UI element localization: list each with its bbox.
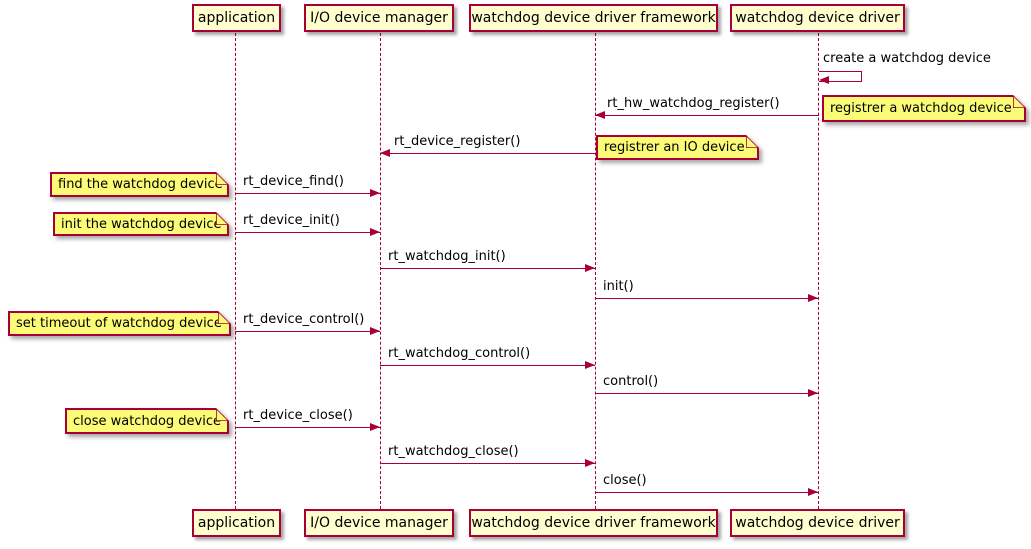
note-fold-icon [746, 135, 759, 148]
lifeline-io-device-manager [380, 33, 381, 509]
message-line [235, 427, 380, 428]
message-label-rt-device-close: rt_device_close() [243, 408, 353, 423]
message-line [380, 463, 595, 464]
participant-label: application [197, 10, 276, 26]
participant-io-device-manager-bottom: I/O device manager [304, 509, 454, 537]
note-registrer-an-io-device: registrer an IO device [596, 135, 759, 160]
message-arrowhead [380, 149, 390, 157]
participant-watchdog-framework-top: watchdog device driver framework [469, 4, 718, 32]
participant-label: watchdog device driver [735, 515, 900, 531]
participant-label: watchdog device driver [735, 10, 900, 26]
note-text: registrer a watchdog device [830, 101, 1012, 116]
note-body: init the watchdog device [53, 212, 229, 236]
participant-application-top: application [192, 4, 281, 32]
message-label-rt-watchdog-init: rt_watchdog_init() [388, 249, 506, 264]
message-label-close: close() [603, 473, 647, 488]
note-text: set timeout of watchdog device [16, 316, 222, 331]
message-line [595, 298, 818, 299]
message-label-create-a-watchdog-device: create a watchdog device [823, 51, 991, 66]
message-arrowhead [808, 389, 818, 397]
note-body: close watchdog device [65, 408, 229, 434]
message-selfloop-line [819, 71, 862, 82]
participant-application-bottom: application [192, 509, 281, 537]
note-fold-icon [216, 212, 229, 225]
message-label-rt-watchdog-control: rt_watchdog_control() [388, 346, 531, 361]
note-body: registrer a watchdog device [822, 95, 1026, 122]
note-fold-icon [216, 408, 229, 421]
message-line [595, 393, 818, 394]
message-label-control: control() [603, 374, 659, 389]
lifeline-watchdog-framework [595, 33, 596, 509]
note-close-watchdog-device: close watchdog device [65, 408, 229, 434]
message-arrowhead [370, 327, 380, 335]
message-label-rt-device-control: rt_device_control() [243, 312, 365, 327]
note-text: init the watchdog device [61, 216, 222, 232]
message-line [235, 232, 380, 233]
message-arrowhead [808, 488, 818, 496]
participant-label: watchdog device driver framework [471, 10, 716, 26]
note-fold-icon [1013, 95, 1026, 108]
message-line [235, 193, 380, 194]
message-line [380, 153, 595, 154]
participant-label: I/O device manager [310, 515, 448, 531]
message-arrowhead [370, 228, 380, 236]
note-fold-icon [218, 311, 231, 324]
message-arrowhead [370, 189, 380, 197]
participant-label: application [197, 515, 276, 531]
note-text: find the watchdog device [58, 177, 223, 192]
participant-watchdog-driver-top: watchdog device driver [730, 4, 905, 32]
participant-io-device-manager-top: I/O device manager [304, 4, 454, 32]
message-label-init: init() [603, 279, 634, 294]
participant-watchdog-driver-bottom: watchdog device driver [730, 509, 905, 537]
note-text: close watchdog device [73, 413, 221, 429]
message-arrowhead [808, 294, 818, 302]
note-body: find the watchdog device [50, 172, 229, 197]
message-line [235, 331, 380, 332]
message-line [595, 115, 819, 116]
message-arrowhead [585, 459, 595, 467]
note-set-timeout-of-watchdog-device: set timeout of watchdog device [8, 311, 231, 336]
message-line [595, 492, 818, 493]
note-registrer-a-watchdog-device: registrer a watchdog device [822, 95, 1026, 122]
note-body: set timeout of watchdog device [8, 311, 231, 336]
message-arrowhead [819, 76, 829, 84]
note-fold-icon [216, 172, 229, 185]
message-arrowhead [585, 264, 595, 272]
message-label-rt-hw-watchdog-register: rt_hw_watchdog_register() [607, 96, 780, 111]
lifeline-application [235, 33, 236, 509]
note-body: registrer an IO device [596, 135, 759, 160]
message-label-rt-device-find: rt_device_find() [243, 174, 344, 189]
note-text: registrer an IO device [604, 140, 745, 155]
note-find-the-watchdog-device: find the watchdog device [50, 172, 229, 197]
participant-label: watchdog device driver framework [471, 515, 716, 531]
message-arrowhead [370, 423, 380, 431]
message-line [380, 365, 595, 366]
message-line [380, 268, 595, 269]
lifeline-watchdog-driver [818, 33, 819, 509]
message-arrowhead [595, 111, 605, 119]
message-label-rt-device-register: rt_device_register() [394, 134, 521, 149]
message-arrowhead [585, 361, 595, 369]
message-label-rt-watchdog-close: rt_watchdog_close() [388, 444, 519, 459]
participant-label: I/O device manager [310, 10, 448, 26]
participant-watchdog-framework-bottom: watchdog device driver framework [469, 509, 718, 537]
note-init-the-watchdog-device: init the watchdog device [53, 212, 229, 236]
message-label-rt-device-init: rt_device_init() [243, 213, 340, 228]
